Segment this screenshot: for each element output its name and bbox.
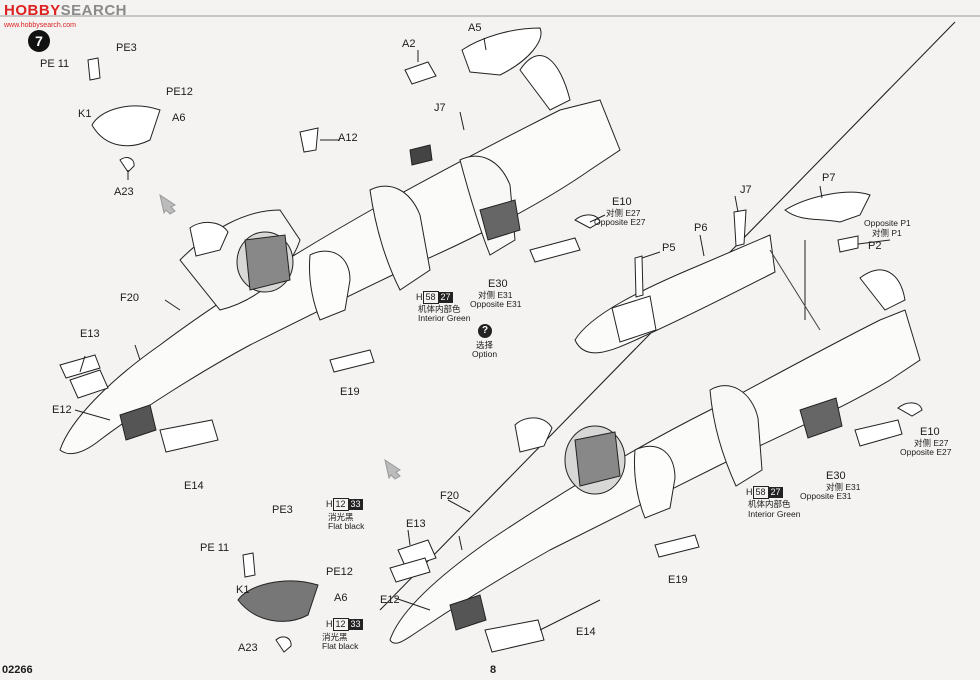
label-k1: K1 — [78, 108, 92, 120]
page-number: 8 — [490, 664, 497, 676]
label-pe11-b: PE 11 — [200, 542, 230, 554]
opposite-e27: Opposite E27 — [594, 217, 646, 227]
opposite-p1-cn: 对侧 P1 — [872, 228, 902, 238]
flat-black-cn-b: 消光黑 — [322, 632, 348, 642]
label-e12-b: E12 — [380, 594, 400, 606]
label-pe3-b: PE3 — [272, 504, 293, 516]
label-j7: J7 — [434, 102, 446, 114]
label-e13: E13 — [80, 328, 100, 340]
option-cn: 选择 — [476, 340, 494, 350]
flat-black-cn: 消光黑 — [328, 512, 354, 522]
fuselage-lower-right — [237, 185, 923, 653]
label-e14-b: E14 — [576, 626, 596, 638]
label-e13-b: E13 — [406, 518, 426, 530]
opposite-e31: Opposite E31 — [470, 299, 522, 309]
label-pe3: PE3 — [116, 42, 137, 54]
label-e30-b: E30 — [826, 470, 846, 482]
flat-black-b: Flat black — [322, 641, 359, 651]
label-a6: A6 — [172, 112, 186, 124]
option-icon: ? — [478, 324, 492, 338]
interior-green-b: Interior Green — [748, 509, 801, 519]
label-e12: E12 — [52, 404, 72, 416]
label-p7: P7 — [822, 172, 836, 184]
label-e10: E10 — [612, 196, 632, 208]
label-f20: F20 — [120, 292, 139, 304]
interior-green: Interior Green — [418, 313, 471, 323]
label-a6-b: A6 — [334, 592, 348, 604]
opposite-p1: Opposite P1 — [864, 218, 911, 228]
label-pe11: PE 11 — [40, 58, 70, 70]
label-k1-b: K1 — [236, 584, 250, 596]
direction-arrow-icon — [384, 458, 401, 480]
direction-arrow-icon — [159, 193, 176, 215]
opposite-e27-b: Opposite E27 — [900, 447, 952, 457]
interior-green-cn-b: 机体内部色 — [748, 499, 791, 509]
label-pe12: PE12 — [166, 86, 193, 98]
label-f20-b: F20 — [440, 490, 459, 502]
label-a2: A2 — [402, 38, 416, 50]
label-e30: E30 — [488, 278, 508, 290]
interior-green-cn: 机体内部色 — [418, 304, 461, 314]
label-p6: P6 — [694, 222, 708, 234]
opposite-e27-cn-b: 对侧 E27 — [914, 438, 949, 448]
option-label: Option — [472, 349, 498, 359]
opposite-e31-cn: 对侧 E31 — [478, 290, 513, 300]
label-p5: P5 — [662, 242, 676, 254]
label-e19-b: E19 — [668, 574, 688, 586]
label-a23: A23 — [114, 186, 134, 198]
label-a23-b: A23 — [238, 642, 258, 654]
label-e14: E14 — [184, 480, 204, 492]
fuselage-upper-left — [59, 27, 621, 455]
label-e10-b: E10 — [920, 426, 940, 438]
label-a5: A5 — [468, 22, 482, 34]
label-pe12-b: PE12 — [326, 566, 353, 578]
flat-black: Flat black — [328, 521, 365, 531]
opposite-e27-cn: 对侧 E27 — [606, 208, 641, 218]
opposite-e31-b: Opposite E31 — [800, 491, 852, 501]
opposite-e31-cn-b: 对侧 E31 — [826, 482, 861, 492]
product-code: 02266 — [2, 664, 33, 676]
watermark: HOBBYSEARCH — [4, 2, 128, 19]
watermark-url: www.hobbysearch.com — [4, 22, 76, 29]
label-j7-b: J7 — [740, 184, 752, 196]
step-number: 7 — [28, 30, 50, 52]
label-a12: A12 — [338, 132, 358, 144]
label-p2: P2 — [868, 240, 882, 252]
label-e19: E19 — [340, 386, 360, 398]
